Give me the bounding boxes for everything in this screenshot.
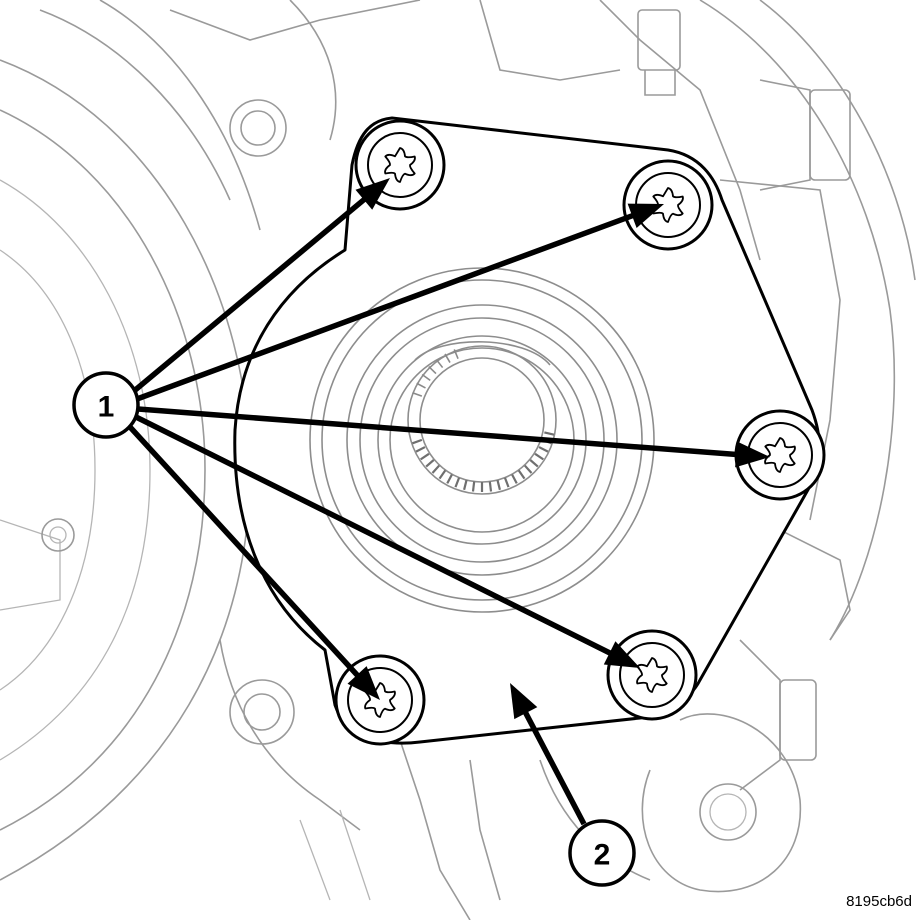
- tone-ring-tooth: [529, 459, 539, 468]
- leader-line: [137, 406, 741, 458]
- torx-socket-icon: [384, 147, 416, 183]
- tone-ring-tooth: [488, 481, 493, 492]
- torx-socket-icon: [636, 657, 668, 693]
- callout-1-label: 1: [98, 391, 115, 424]
- leader-arrow: [127, 425, 380, 700]
- leader-arrow: [510, 683, 587, 826]
- figure-id: 8195cb6d: [846, 893, 912, 910]
- flange-bolt: [734, 409, 826, 501]
- torx-socket-icon: [764, 437, 796, 473]
- leader-line: [132, 195, 369, 394]
- callout-1-circle: [72, 371, 140, 439]
- tone-ring-tooth: [412, 438, 423, 445]
- torx-socket-icon: [652, 187, 684, 223]
- tone-ring-tooth: [544, 431, 555, 436]
- tone-ring-tooth: [538, 446, 549, 453]
- leader-line: [521, 708, 587, 826]
- arrow-head: [510, 683, 538, 720]
- leader-arrow: [137, 406, 770, 468]
- tone-ring-tooth: [471, 481, 476, 492]
- callout-bolts: 1: [72, 371, 140, 439]
- tone-ring-tooth: [496, 479, 501, 491]
- tone-ring-tooth: [511, 473, 518, 484]
- arrow-head: [627, 203, 664, 228]
- arrow-head: [603, 641, 640, 668]
- tone-ring-tooth: [431, 464, 440, 474]
- tone-ring-tooth: [446, 473, 453, 484]
- tone-ring-tooth: [415, 446, 426, 453]
- arrow-head: [355, 178, 390, 210]
- tone-ring-tooth: [534, 452, 544, 461]
- callout-2-circle: [568, 819, 636, 887]
- tone-ring-tooth: [444, 353, 451, 363]
- leader-arrows: [127, 178, 770, 826]
- tone-ring-tooth: [420, 452, 430, 461]
- callout-hub-bearing: 2: [568, 819, 636, 887]
- tone-ring-tooth: [412, 391, 423, 397]
- tone-ring-tooth: [524, 464, 533, 474]
- tone-ring-tooth: [425, 459, 435, 468]
- callout-2-label: 2: [594, 839, 611, 872]
- tone-ring-tooth: [503, 477, 510, 488]
- tone-ring-tooth: [517, 469, 526, 480]
- flange-bolt: [606, 629, 698, 721]
- leader-line: [136, 211, 637, 402]
- leader-arrow: [132, 178, 390, 394]
- tone-ring-tooth: [438, 469, 447, 480]
- tone-ring-tooth: [463, 479, 468, 491]
- leader-line: [134, 414, 615, 658]
- arrow-head: [735, 441, 770, 468]
- tone-ring-tooth: [453, 349, 459, 359]
- leader-arrow: [136, 203, 664, 402]
- leader-line: [127, 425, 362, 680]
- tone-ring-tooth: [416, 382, 426, 389]
- flange-bolt: [622, 159, 714, 251]
- tone-ring-tooth: [435, 359, 444, 369]
- tone-ring-tooth: [454, 477, 461, 488]
- tone-ring-tooth: [428, 366, 437, 375]
- leader-arrow: [134, 414, 640, 668]
- tone-ring-tooth: [421, 373, 431, 382]
- arrow-head: [347, 666, 380, 700]
